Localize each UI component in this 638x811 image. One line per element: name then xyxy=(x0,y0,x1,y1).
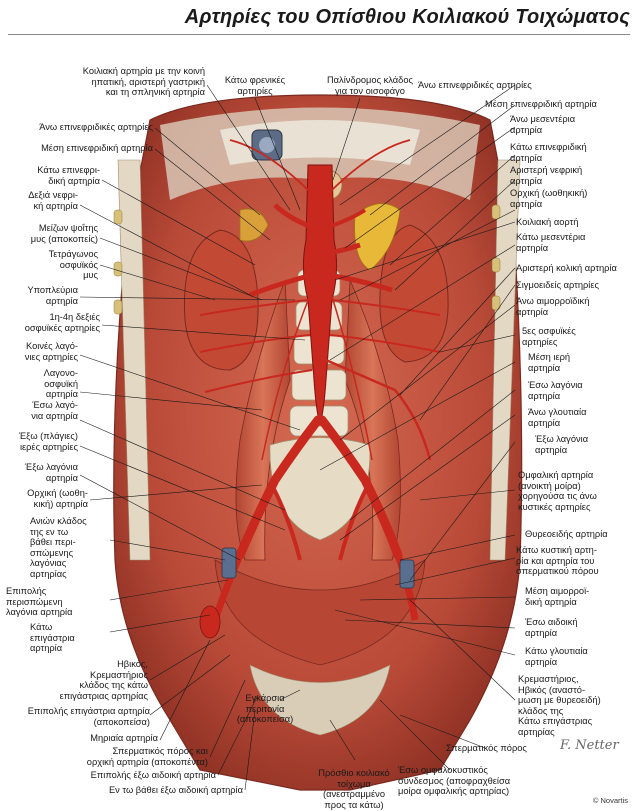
label-middle-rectal: Μέση αιμορροϊ- δική αρτηρία xyxy=(525,586,590,607)
label-superior-gluteal: Άνω γλουτιαία αρτηρία xyxy=(528,407,587,428)
copyright-credit: © Novartis xyxy=(592,796,628,805)
label-left-colic-artery: Αριστερή κολική αρτηρία xyxy=(516,263,617,273)
artist-signature: F. Netter xyxy=(560,738,619,753)
vena-cava-opening xyxy=(251,129,283,161)
label-celiac-artery: Κοιλιακή αρτηρία με την κοινή ηπατική, α… xyxy=(82,66,205,98)
label-esophageal-branch: Παλίνδρομος κλάδος για τον οισοφάγο xyxy=(326,75,414,96)
right-femoral-vein xyxy=(221,547,237,579)
label-inferior-mesenteric: Κάτω μεσεντέρια αρτηρία xyxy=(516,232,586,253)
title-rule xyxy=(8,34,630,35)
label-iliolumbar-artery: Λαγονο- οσφυϊκή αρτηρία xyxy=(43,368,78,400)
label-external-iliac-left: Έξω λαγόνια αρτηρία xyxy=(24,462,78,483)
label-transversalis-fascia: Εγκάρσια περιτονία (αποκοπείσα) xyxy=(236,693,294,725)
label-inferior-phrenic: Κάτω φρενικές αρτηρίες xyxy=(224,75,286,96)
label-inferior-vesical: Κάτω κυστική αρτη- ρία και αρτηρία του σ… xyxy=(516,545,599,577)
label-superficial-epigastric: Επιπολής επιγάστρια αρτηρία (αποκοπείσα) xyxy=(27,706,150,727)
label-left-renal-artery: Αριστερή νεφρική αρτηρία xyxy=(510,165,583,186)
label-superior-suprarenal-left: Άνω επινεφριδικές αρτηρίες xyxy=(39,122,153,132)
label-obturator-artery: Θυρεοειδής αρτηρία xyxy=(525,529,608,539)
label-cremasteric-pubic-right: Κρεμαστήριος, Ηβικός (αναστό- μωση με θυ… xyxy=(518,674,601,737)
label-common-iliac-arteries: Κοινές λαγό- νιες αρτηρίες xyxy=(24,341,78,362)
label-testicular-artery-right: Ορχική (ωοθηκική) αρτηρία xyxy=(510,188,588,209)
label-external-iliac-right: Έξω λαγόνια αρτηρία xyxy=(535,434,589,455)
label-internal-iliac-left: Έσω λαγό- νια αρτηρία xyxy=(31,400,78,421)
femoral-artery-cut xyxy=(199,605,221,639)
label-superior-rectal: Άνω αιμορροϊδική αρτηρία xyxy=(516,296,590,317)
label-inferior-suprarenal-right: Κάτω επινεφριδική αρτηρία xyxy=(510,142,587,163)
label-median-sacral: Μέση ιερή αρτηρία xyxy=(528,352,571,373)
label-internal-pudendal: Έσω αιδοική αρτηρία xyxy=(525,617,578,638)
label-abdominal-aorta: Κοιλιακή αορτή xyxy=(516,217,579,227)
label-quadratus-lumborum: Τετράγωνος οσφυϊκός μυς xyxy=(48,249,98,281)
label-psoas-major: Μείζων ψοΐτης μυς (αποκοπείς) xyxy=(30,223,98,244)
label-superficial-circumflex-iliac: Επιπολής περισπώμενη λαγόνια αρτηρία xyxy=(6,586,73,618)
label-pubic-cremasteric-branch: Ηβικός, Κρεμαστήριος κλάδος της κάτω επι… xyxy=(59,659,148,701)
label-right-renal-artery: Δεξιά νεφρι- κή αρτηρία xyxy=(28,190,78,211)
left-femoral-vein xyxy=(399,559,415,589)
label-superior-suprarenal-right: Άνω επινεφριδικές αρτηρίες xyxy=(418,80,532,90)
label-inferior-suprarenal-left: Κάτω επινεφρι- δική αρτηρία xyxy=(37,165,100,186)
label-internal-iliac-right: Έσω λαγόνια αρτηρία xyxy=(528,380,583,401)
label-inferior-gluteal: Κάτω γλουτιαία αρτηρία xyxy=(525,646,588,667)
label-testicular-artery-left: Ορχική (ωοθη- κική) αρτηρία xyxy=(27,488,88,509)
label-deep-external-pudendal: Εν τω βάθει έξω αιδοική αρτηρία xyxy=(108,785,243,795)
label-ductus-deferens: Σπερματικός πόρος xyxy=(446,743,527,753)
label-femoral-artery: Μηριαία αρτηρία xyxy=(90,733,158,743)
label-superior-mesenteric: Άνω μεσεντέρια αρτηρία xyxy=(510,114,576,135)
label-sigmoid-arteries: Σιγμοειδείς αρτηρίες xyxy=(516,280,600,290)
pubic-region xyxy=(249,664,391,736)
label-lateral-sacral-arteries: Έξω (πλάγιες) ιερές αρτηρίες xyxy=(18,431,78,452)
label-anterior-abdominal-wall: Πρόσθιο κοιλιακό τοίχωμα (ανεστραμμένο π… xyxy=(318,768,390,810)
label-umbilical-artery: Ομφαλική αρτηρία (ανοικτή μοίρα) χορηγού… xyxy=(518,470,597,512)
label-medial-umbilical-ligament: Έσω ομφαλοκυστικός σύνδεσμος (αποφραχθεί… xyxy=(398,765,511,797)
label-spermatic-cord: Σπερματικός πόρος και ορχική αρτηρία (απ… xyxy=(86,746,208,767)
page-title: Αρτηρίες του Οπίσθιου Κοιλιακού Τοιχώματ… xyxy=(184,6,630,28)
label-right-lumbar-arteries: 1η-4η δεξιές οσφυϊκές αρτηρίες xyxy=(24,312,100,333)
label-middle-suprarenal-right: Μέση επινεφριδική αρτηρία xyxy=(485,99,597,109)
right-kidney xyxy=(183,229,259,371)
label-fifth-lumbar-arteries: 5ες οσφυϊκές αρτηρίες xyxy=(522,326,576,347)
label-superficial-external-pudendal: Επιπολής έξω αιδοική αρτηρία xyxy=(90,770,216,780)
label-deep-circumflex-iliac: Ανιών κλάδος της εν τω βάθει περι- σπώμε… xyxy=(30,516,87,579)
label-inferior-epigastric-left: Κάτω επιγάστρια αρτηρία xyxy=(30,622,75,654)
label-middle-suprarenal-left: Μέση επινεφριδική αρτηρία xyxy=(41,143,153,153)
label-subcostal-artery: Υποπλεύρια αρτηρία xyxy=(27,285,78,306)
